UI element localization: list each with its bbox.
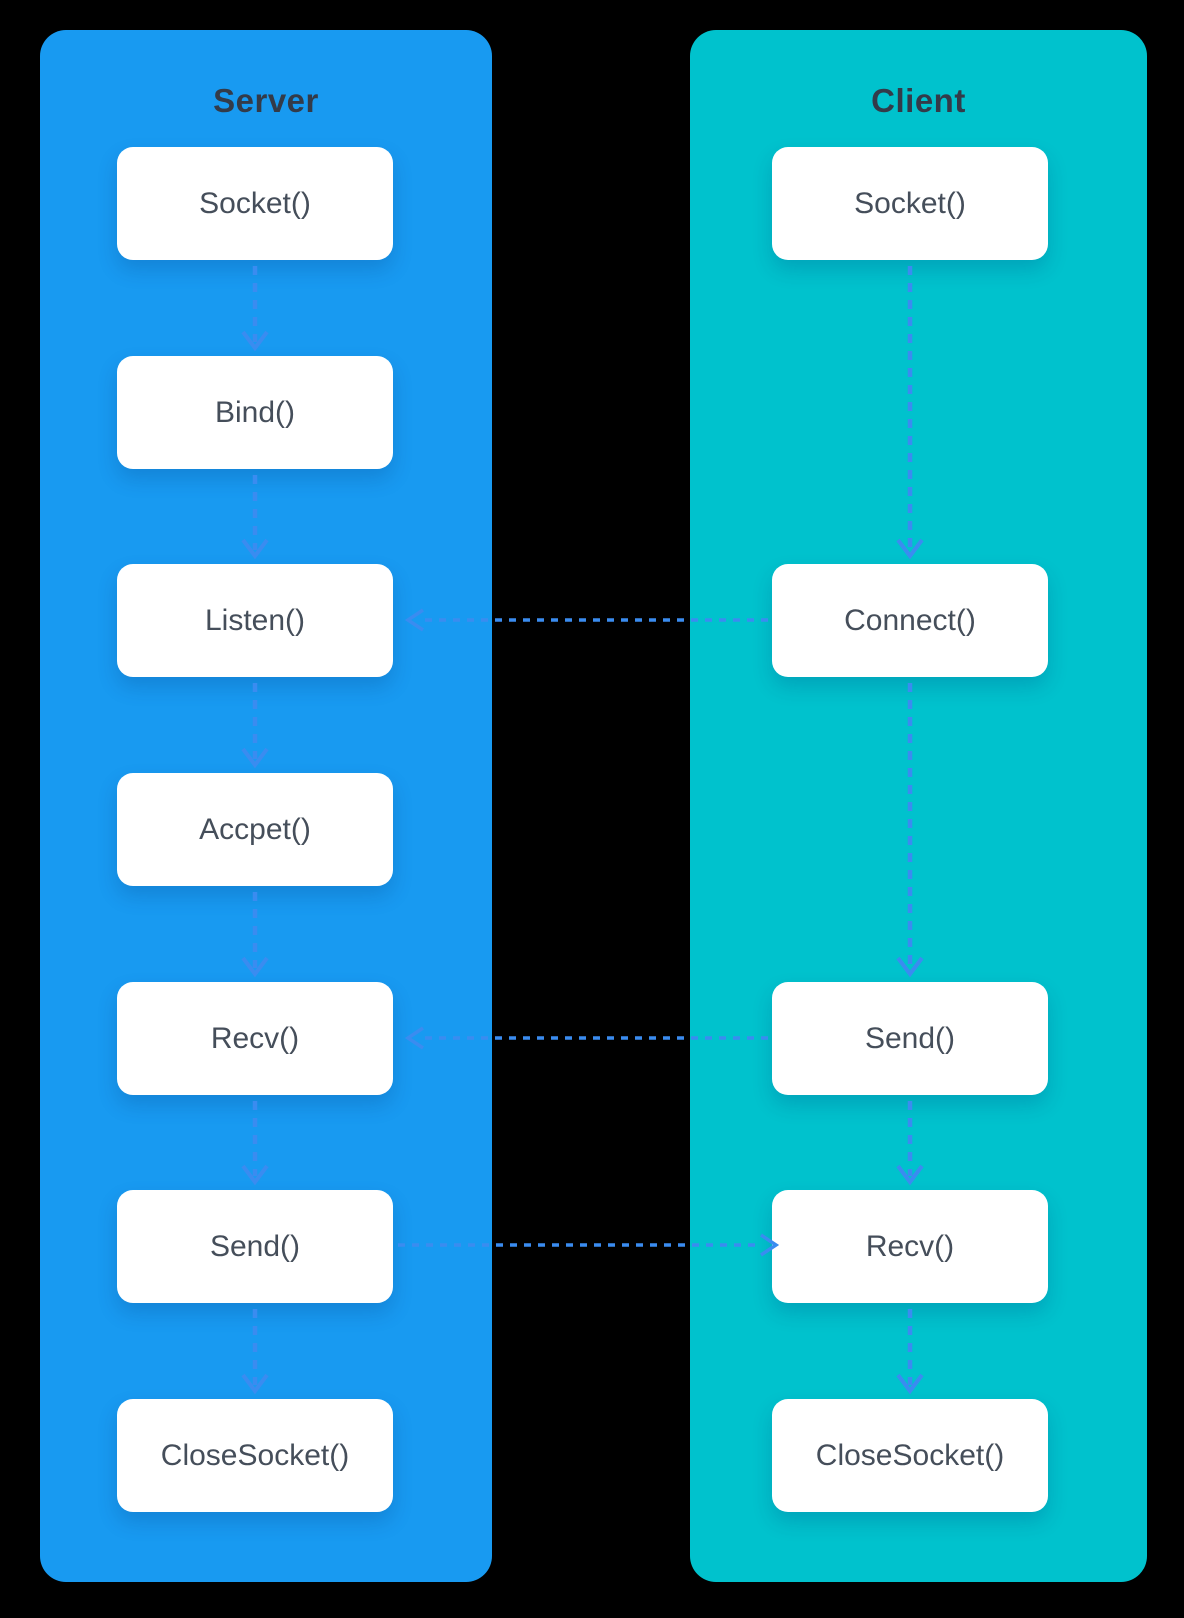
server-panel-title: Server [213,82,319,119]
client-node-closesocket-label: CloseSocket() [815,1438,1005,1472]
server-node-socket-label: Socket() [199,186,311,220]
server-node-accpet: Accpet() [117,773,393,886]
client-node-send-label: Send() [864,1021,956,1055]
client-node-connect: Connect() [772,564,1048,677]
server-node-listen: Listen() [117,564,393,677]
client-node-closesocket: CloseSocket() [772,1399,1048,1512]
server-node-bind-label: Bind() [214,395,296,429]
server-panel: Server Socket() Bind() Listen() Accpet()… [40,30,492,1582]
client-node-send: Send() [772,982,1048,1095]
server-node-bind: Bind() [117,356,393,469]
server-node-socket: Socket() [117,147,393,260]
client-node-recv-label: Recv() [865,1229,955,1263]
server-node-recv: Recv() [117,982,393,1095]
client-node-recv: Recv() [772,1190,1048,1303]
client-panel: Client Socket() Connect() Send() Recv() … [690,30,1147,1582]
client-node-socket: Socket() [772,147,1048,260]
server-node-listen-label: Listen() [204,603,306,637]
client-panel-title: Client [871,82,966,119]
server-node-send: Send() [117,1190,393,1303]
client-node-connect-label: Connect() [844,603,976,637]
server-node-closesocket: CloseSocket() [117,1399,393,1512]
server-node-accpet-label: Accpet() [199,812,311,846]
client-node-socket-label: Socket() [854,186,966,220]
server-node-send-label: Send() [209,1229,301,1263]
server-node-recv-label: Recv() [210,1021,300,1055]
server-node-closesocket-label: CloseSocket() [160,1438,350,1472]
